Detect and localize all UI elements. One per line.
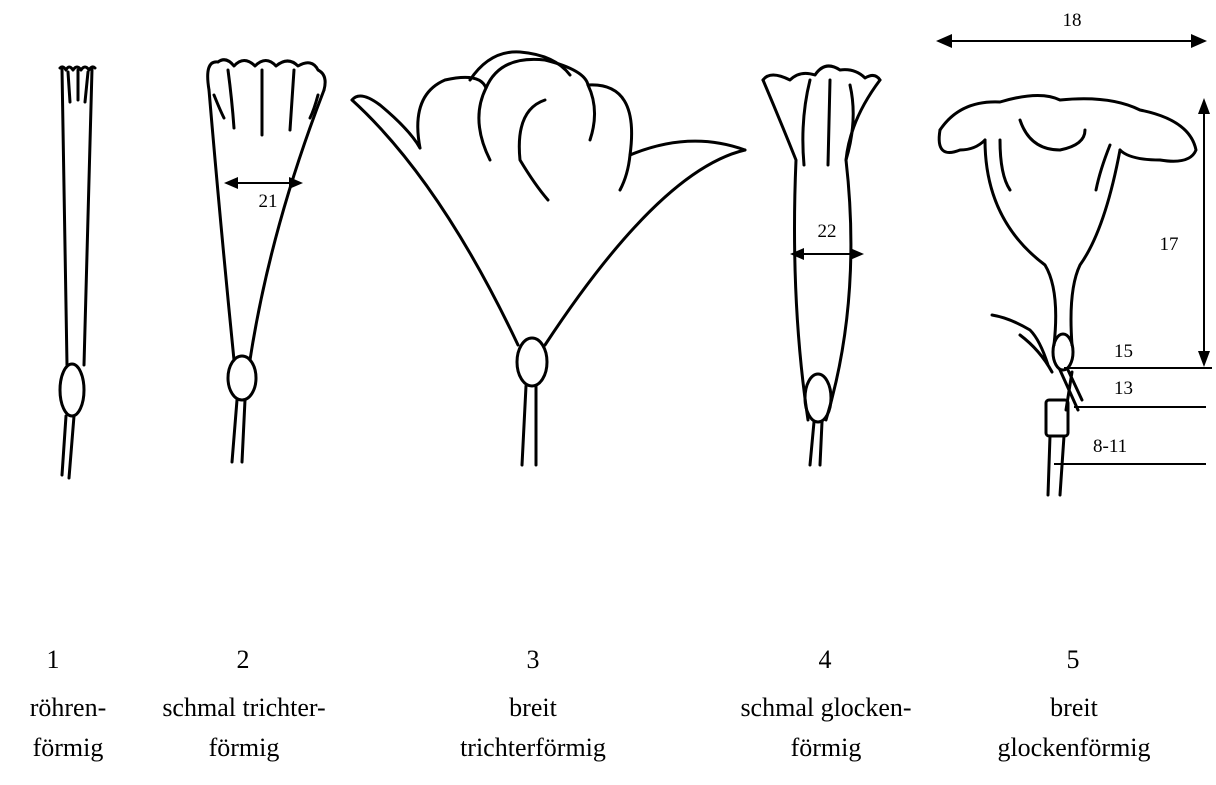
flower-label-4-line2: förmig [716,728,936,768]
flower-label-4: schmal glocken- förmig [716,688,936,768]
flower-number-3: 3 [503,645,563,675]
flower-1-tubular [60,67,95,478]
flower-4-narrow-bell [763,66,880,465]
label-15: 15 [1114,341,1133,362]
dimension-17: 17 [1160,98,1211,367]
label-21: 21 [259,191,278,212]
flower-label-5-line2: glockenförmig [964,728,1184,768]
flower-number-4: 4 [795,645,855,675]
label-18: 18 [1063,10,1082,31]
dimension-21: 21 [224,177,303,212]
flower-number-1: 1 [23,645,83,675]
flower-label-3-line1: breit [423,688,643,728]
flower-label-4-line1: schmal glocken- [716,688,936,728]
flower-3-wide-funnel [352,52,745,465]
flower-number-5: 5 [1043,645,1103,675]
flower-label-2: schmal trichter- förmig [134,688,354,768]
dimension-22: 22 [790,221,864,260]
label-13: 13 [1114,378,1133,399]
level-lines: 15 13 8-11 [1054,341,1212,464]
flower-2-narrow-funnel [208,60,325,462]
flower-label-2-line2: förmig [134,728,354,768]
dimension-18: 18 [936,10,1207,48]
flower-label-3-line2: trichterförmig [423,728,643,768]
flower-label-2-line1: schmal trichter- [134,688,354,728]
flower-5-wide-bell [939,95,1196,495]
label-8-11: 8-11 [1093,436,1127,457]
label-22: 22 [818,221,837,242]
label-17: 17 [1160,234,1179,255]
flower-label-5: breit glockenförmig [964,688,1184,768]
flower-label-5-line1: breit [964,688,1184,728]
flower-label-3: breit trichterförmig [423,688,643,768]
flower-number-2: 2 [213,645,273,675]
